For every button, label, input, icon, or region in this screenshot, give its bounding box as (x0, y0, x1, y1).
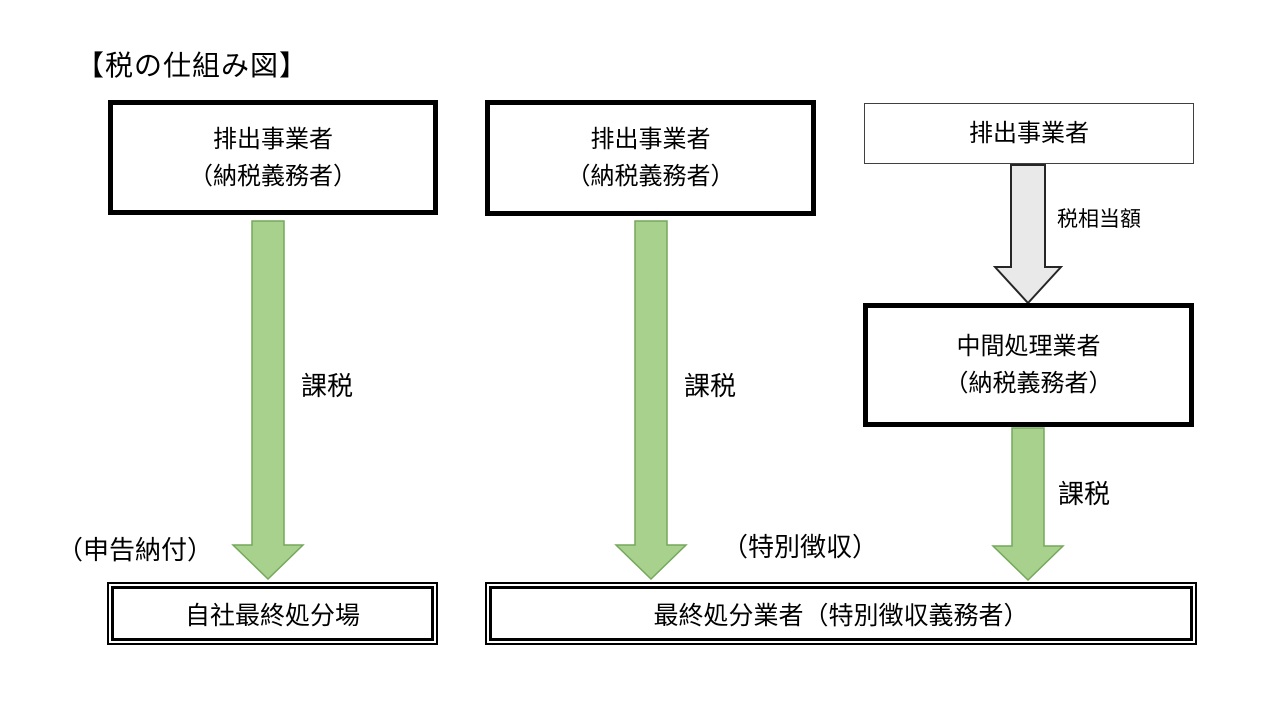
tax-arrow-right-shape (991, 427, 1065, 581)
emitter-box-middle: 排出事業者 （納税義務者） (485, 100, 816, 216)
emitter-box-middle-line1: 排出事業者 (590, 126, 711, 153)
tax-label-left: 課税 (301, 371, 354, 401)
intermediate-processor-line2: （納税義務者） (944, 370, 1113, 397)
final-disposal-operator-label: 最終処分業者（特別徴収義務者） (489, 586, 1193, 641)
tax-arrow-left (231, 220, 305, 580)
tax-label-right: 課税 (1058, 479, 1111, 509)
self-report-payment-note: （申告納付） (57, 535, 214, 565)
tax-equivalent-arrow-shape (993, 164, 1063, 304)
tax-arrow-left-shape (231, 220, 305, 580)
special-collection-note: （特別徴収） (722, 532, 879, 562)
emitter-box-left: 排出事業者 （納税義務者） (108, 100, 438, 215)
intermediate-processor-box: 中間処理業者 （納税義務者） (863, 303, 1194, 427)
emitter-box-right-label: 排出事業者 (969, 120, 1089, 147)
tax-arrow-right (991, 427, 1065, 581)
tax-equivalent-label: 税相当額 (1057, 208, 1141, 231)
final-disposal-operator-box: 最終処分業者（特別徴収義務者） (485, 582, 1197, 645)
tax-label-middle: 課税 (684, 371, 737, 401)
intermediate-processor-line1: 中間処理業者 (956, 333, 1101, 360)
emitter-box-left-line1: 排出事業者 (213, 125, 333, 153)
tax-arrow-middle (614, 220, 688, 580)
tax-arrow-middle-shape (614, 220, 688, 580)
own-final-disposal-site-box: 自社最終処分場 (107, 582, 438, 645)
tax-equivalent-arrow (993, 164, 1063, 304)
own-final-disposal-site-label: 自社最終処分場 (111, 586, 434, 641)
emitter-box-middle-line2: （納税義務者） (566, 163, 735, 190)
emitter-box-right: 排出事業者 (864, 103, 1194, 164)
emitter-box-left-line2: （納税義務者） (189, 162, 357, 190)
diagram-title: 【税の仕組み図】 (76, 50, 309, 81)
